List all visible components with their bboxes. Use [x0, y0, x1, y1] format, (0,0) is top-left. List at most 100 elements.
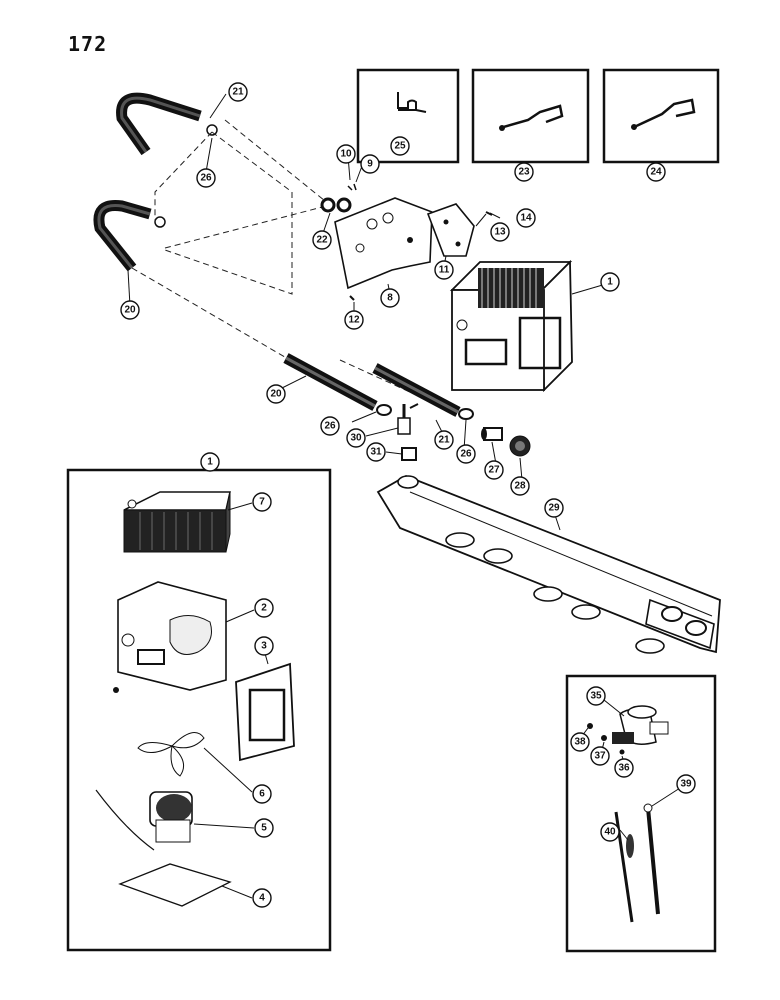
fitting-27 — [481, 427, 503, 441]
fan-blade — [137, 732, 205, 777]
callout-21: 21 — [434, 430, 454, 450]
callout-35: 35 — [586, 686, 606, 706]
small-bracket — [426, 203, 475, 257]
callout-40: 40 — [600, 822, 620, 842]
svg-text:3: 3 — [261, 641, 267, 652]
shutoff-valve — [612, 705, 669, 745]
callout-26: 26 — [320, 416, 340, 436]
svg-text:20: 20 — [270, 389, 282, 400]
svg-text:4: 4 — [259, 893, 265, 904]
callout-24: 24 — [646, 162, 666, 182]
screw — [485, 211, 493, 216]
callout-27: 27 — [484, 460, 504, 480]
svg-text:12: 12 — [348, 315, 360, 326]
heater-cover — [235, 662, 295, 762]
callout-5: 5 — [254, 818, 274, 838]
page-number: 172 — [68, 32, 108, 56]
svg-text:21: 21 — [232, 87, 244, 98]
callout-26: 26 — [196, 168, 216, 188]
hose-clamp — [206, 124, 218, 136]
screw-small — [619, 749, 625, 755]
callout-37: 37 — [590, 746, 610, 766]
clamp-26b — [458, 408, 474, 420]
svg-text:26: 26 — [324, 421, 336, 432]
callout-2: 2 — [254, 598, 274, 618]
callout-21: 21 — [228, 82, 248, 102]
svg-text:20: 20 — [124, 305, 136, 316]
svg-text:24: 24 — [650, 167, 662, 178]
svg-text:28: 28 — [514, 481, 526, 492]
exhaust-manifold — [376, 475, 721, 654]
callout-4: 4 — [252, 888, 272, 908]
svg-text:14: 14 — [520, 213, 532, 224]
svg-text:5: 5 — [261, 823, 267, 834]
callout-11: 11 — [434, 260, 454, 280]
callout-31: 31 — [366, 442, 386, 462]
svg-text:1: 1 — [207, 457, 213, 468]
svg-text:37: 37 — [594, 751, 606, 762]
svg-text:26: 26 — [200, 173, 212, 184]
heater-core — [123, 491, 231, 553]
svg-text:2: 2 — [261, 603, 267, 614]
hose-clamp — [154, 216, 166, 228]
svg-text:22: 22 — [316, 235, 328, 246]
callout-3: 3 — [254, 636, 274, 656]
svg-text:38: 38 — [574, 737, 586, 748]
svg-text:39: 39 — [680, 779, 692, 790]
callout-14: 14 — [516, 208, 536, 228]
svg-text:40: 40 — [604, 827, 616, 838]
svg-text:11: 11 — [439, 265, 450, 276]
clamp-26 — [376, 404, 392, 416]
callout-38: 38 — [570, 732, 590, 752]
straight-hose-21 — [372, 363, 461, 417]
callout-7: 7 — [252, 492, 272, 512]
motor-plate — [118, 863, 232, 907]
fitting-28 — [509, 435, 531, 457]
leader-lines — [127, 93, 681, 899]
washer — [336, 197, 352, 213]
svg-text:29: 29 — [548, 503, 560, 514]
callout-22: 22 — [312, 230, 332, 250]
callout-26: 26 — [456, 444, 476, 464]
svg-text:25: 25 — [394, 141, 406, 152]
callout-1: 1 — [200, 452, 220, 472]
heater-hose-lower — [93, 199, 152, 272]
inset-box-24 — [602, 68, 720, 164]
callout-20: 20 — [120, 300, 140, 320]
svg-text:35: 35 — [590, 691, 602, 702]
svg-text:36: 36 — [618, 763, 630, 774]
washer — [320, 197, 336, 213]
plug-31 — [401, 447, 417, 461]
callout-6: 6 — [252, 784, 272, 804]
svg-text:10: 10 — [340, 149, 352, 160]
callout-29: 29 — [544, 498, 564, 518]
svg-text:30: 30 — [350, 433, 362, 444]
callout-12: 12 — [344, 310, 364, 330]
callout-23: 23 — [514, 162, 534, 182]
svg-text:8: 8 — [387, 293, 393, 304]
nut — [587, 723, 593, 729]
svg-text:31: 31 — [370, 447, 382, 458]
valve-30 — [397, 403, 419, 435]
callout-25: 25 — [390, 136, 410, 156]
svg-text:1: 1 — [607, 277, 613, 288]
callout-1: 1 — [600, 272, 620, 292]
svg-text:6: 6 — [259, 789, 265, 800]
heater-hose-upper — [116, 92, 202, 156]
callout-28: 28 — [510, 476, 530, 496]
callout-9: 9 — [360, 154, 380, 174]
svg-text:23: 23 — [518, 167, 530, 178]
callout-10: 10 — [336, 144, 356, 164]
heater-housing — [113, 581, 227, 693]
washer-small — [601, 735, 607, 741]
control-rod — [643, 803, 660, 915]
callout-20: 20 — [266, 384, 286, 404]
straight-hose-20 — [283, 353, 378, 411]
svg-text:13: 13 — [494, 227, 506, 238]
heater-assembly — [449, 259, 573, 393]
screw — [349, 295, 355, 301]
callout-8: 8 — [380, 288, 400, 308]
callout-13: 13 — [490, 222, 510, 242]
callout-39: 39 — [676, 774, 696, 794]
